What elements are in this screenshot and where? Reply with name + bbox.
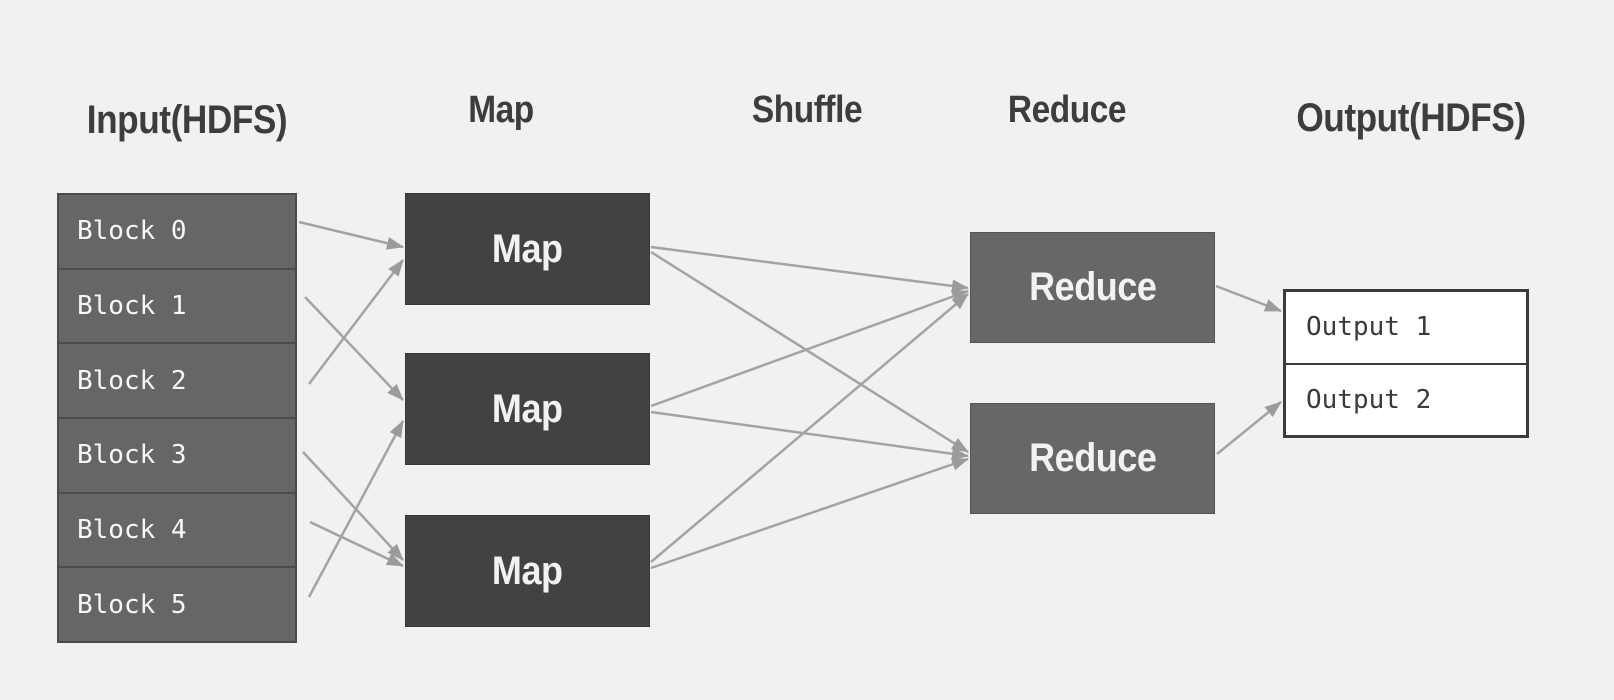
reduce-node-2-label: Reduce [1028,436,1157,480]
arrow-reduce2-to-output2 [1216,401,1282,455]
arrow-block5-to-map2 [307,420,405,598]
arrow-block2-to-map1 [308,259,404,385]
map-node-2: Map [405,353,650,465]
arrow-map3-to-reduce1 [650,293,969,563]
arrow-map2-to-reduce2 [650,410,969,461]
arrow-block4-to-map3 [309,520,404,568]
input-block-2: Block 2 [59,344,295,420]
arrow-reduce1-to-output1 [1215,284,1282,313]
map-node-1: Map [405,193,650,305]
column-header-map: Map [468,89,534,131]
map-node-3-label: Map [492,548,563,593]
column-header-reduce: Reduce [1007,89,1127,131]
output-item-2: Output 2 [1306,384,1432,415]
output-item-1: Output 1 [1286,292,1526,365]
input-block-0: Block 0 [59,195,295,270]
column-header-shuffle: Shuffle [751,89,863,131]
input-block-stack: Block 0 Block 1 Block 2 Block 3 Block 4 … [57,193,297,643]
column-header-output: Output(HDFS) [1296,96,1526,140]
map-node-1-label: Map [492,226,563,271]
input-block-5: Block 5 [77,589,187,620]
arrow-map1-to-reduce1 [650,245,969,293]
reduce-node-2: Reduce [970,403,1215,514]
input-block-3: Block 3 [59,419,295,494]
arrow-block1-to-map2 [304,296,404,401]
map-node-3: Map [405,515,650,627]
reduce-node-1: Reduce [970,232,1215,343]
input-block-4: Block 4 [59,494,295,569]
arrow-block3-to-map3 [302,451,404,561]
arrow-map1-to-reduce2 [650,250,969,454]
map-node-2-label: Map [492,386,563,431]
input-block-1: Block 1 [59,270,295,345]
output-stack: Output 1 Output 2 [1283,289,1529,438]
arrow-map3-to-reduce2 [650,457,969,570]
column-header-input: Input(HDFS) [86,98,288,142]
arrow-map2-to-reduce1 [650,289,969,408]
reduce-node-1-label: Reduce [1028,265,1157,309]
arrow-block0-to-map1 [298,220,404,250]
